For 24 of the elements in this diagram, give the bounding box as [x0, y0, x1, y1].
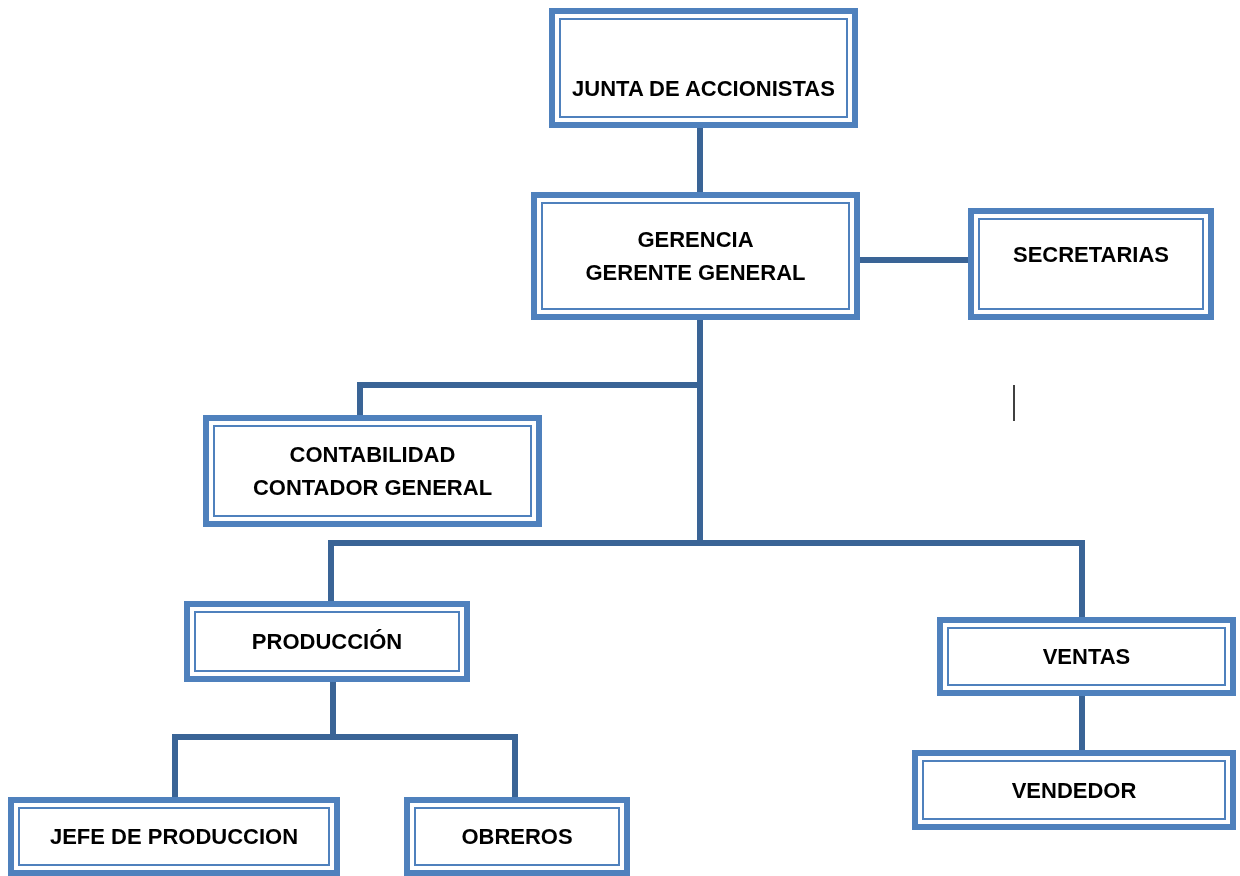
org-box — [203, 415, 542, 527]
connector-line — [1079, 696, 1085, 750]
box-label: SECRETARIAS — [1012, 240, 1170, 269]
org-box — [404, 797, 630, 876]
org-box — [8, 797, 340, 876]
connector-line — [330, 682, 518, 797]
org-box — [912, 750, 1236, 830]
connector-line — [860, 257, 968, 263]
box-label: GERENCIA — [637, 226, 754, 254]
box-label: OBREROS — [461, 823, 573, 851]
box-label: CONTABILIDAD — [289, 441, 456, 469]
box-label: PRODUCCIÓN — [251, 628, 403, 656]
org-box — [968, 208, 1214, 320]
box-label: GERENTE GENERAL — [585, 259, 806, 287]
org-box — [184, 601, 470, 682]
box-label: JEFE DE PRODUCCION — [49, 823, 299, 851]
org-box — [531, 192, 860, 320]
org-box — [937, 617, 1236, 696]
box-label: CONTADOR GENERAL — [252, 474, 493, 502]
box-label: JUNTA DE ACCIONISTAS — [572, 74, 835, 103]
org-box — [549, 8, 858, 128]
box-label: VENTAS — [1042, 643, 1131, 671]
box-label: VENDEDOR — [1011, 776, 1137, 805]
connector-line — [697, 128, 703, 192]
